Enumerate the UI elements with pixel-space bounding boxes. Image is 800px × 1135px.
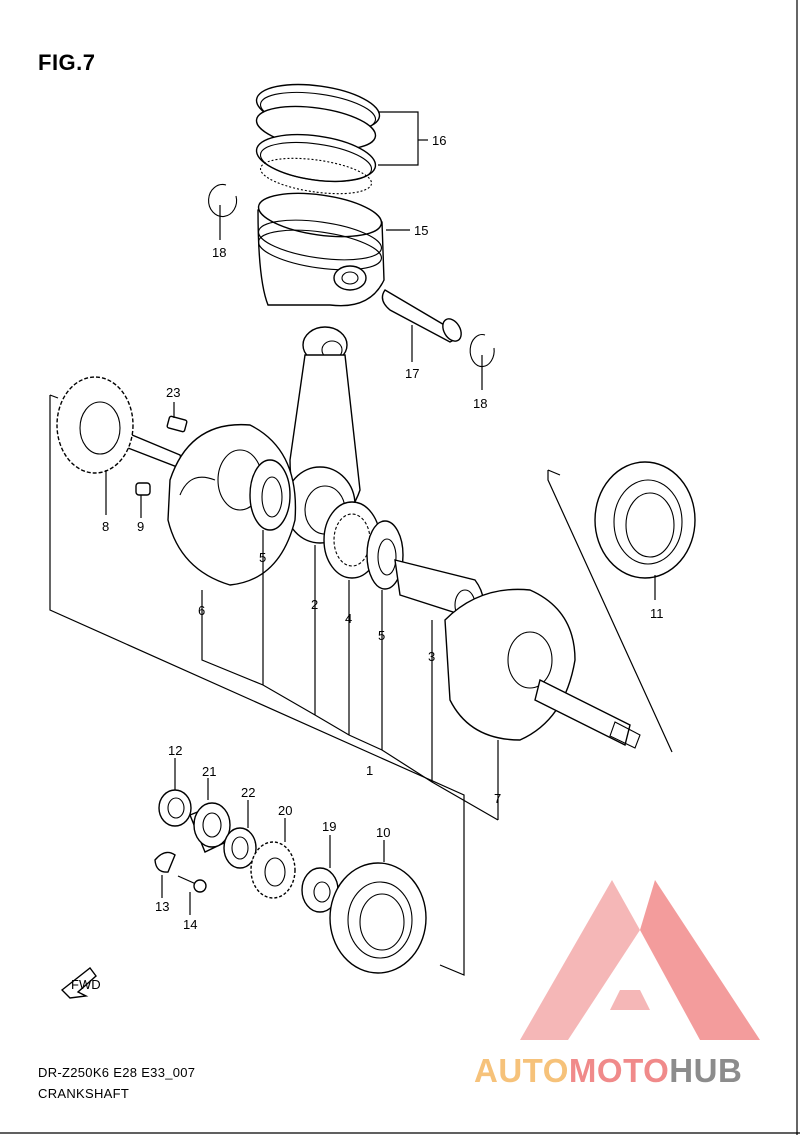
watermark-logo (520, 880, 760, 1040)
watermark-part-hub: HUB (669, 1052, 743, 1089)
piston-part-15 (257, 192, 385, 307)
callout-numbers: 16 15 18 17 18 23 8 9 6 5 2 4 5 3 1 7 11… (102, 133, 664, 932)
watermark-part-moto: MOTO (568, 1052, 670, 1089)
callout-9: 9 (137, 519, 144, 534)
callout-4: 4 (345, 611, 352, 626)
bearing-part-11 (594, 461, 696, 579)
callout-18-left: 18 (212, 245, 226, 260)
thrust-washer-part-5-right (366, 520, 404, 590)
callout-19: 19 (322, 819, 336, 834)
gear-part-19 (301, 867, 339, 913)
callout-17: 17 (405, 366, 419, 381)
callout-15: 15 (414, 223, 428, 238)
washer-part-22 (223, 827, 257, 869)
bushing-part-21 (189, 802, 231, 853)
diagram-name: CRANKSHAFT (38, 1086, 130, 1101)
callout-20: 20 (278, 803, 292, 818)
watermark-part-auto: AUTO (474, 1052, 569, 1089)
crankshaft-right-part-7 (444, 588, 641, 749)
circlip-part-18-right (469, 334, 495, 368)
figure-title: FIG.7 (38, 50, 96, 75)
callout-13: 13 (155, 899, 169, 914)
washer-part-13 (154, 851, 176, 873)
callout-11: 11 (650, 606, 664, 621)
diagram-code: DR-Z250K6 E28 E33_007 (38, 1065, 196, 1080)
callout-21: 21 (202, 764, 216, 779)
callout-8: 8 (102, 519, 109, 534)
leader-lines (49, 111, 673, 976)
bearing-part-12 (158, 789, 192, 827)
callout-23: 23 (166, 385, 180, 400)
callout-18-right: 18 (473, 396, 487, 411)
circlip-part-18-left (208, 183, 238, 218)
piston-pin-part-17 (381, 289, 462, 343)
callout-1: 1 (366, 763, 373, 778)
piston-rings-part-16 (255, 83, 381, 195)
callout-14: 14 (183, 917, 197, 932)
callout-16: 16 (432, 133, 446, 148)
callout-5-left: 5 (259, 550, 266, 565)
bearing-part-10 (329, 862, 427, 974)
callout-6: 6 (198, 603, 205, 618)
callout-7: 7 (494, 791, 501, 806)
callout-22: 22 (241, 785, 255, 800)
forward-direction-badge: FWD (60, 967, 101, 999)
callout-12: 12 (168, 743, 182, 758)
key-part-9 (135, 482, 151, 496)
callout-10: 10 (376, 825, 390, 840)
bolt-part-14 (177, 875, 207, 893)
timing-gear-part-8 (56, 376, 134, 474)
callout-5-right: 5 (378, 628, 385, 643)
key-part-23 (166, 415, 188, 433)
callout-2: 2 (311, 597, 318, 612)
watermark-text: AUTOMOTOHUB (474, 1052, 742, 1090)
callout-3: 3 (428, 649, 435, 664)
thrust-washer-part-5-left (249, 459, 291, 531)
gear-part-20 (250, 841, 296, 899)
fwd-badge-text: FWD (71, 977, 101, 992)
